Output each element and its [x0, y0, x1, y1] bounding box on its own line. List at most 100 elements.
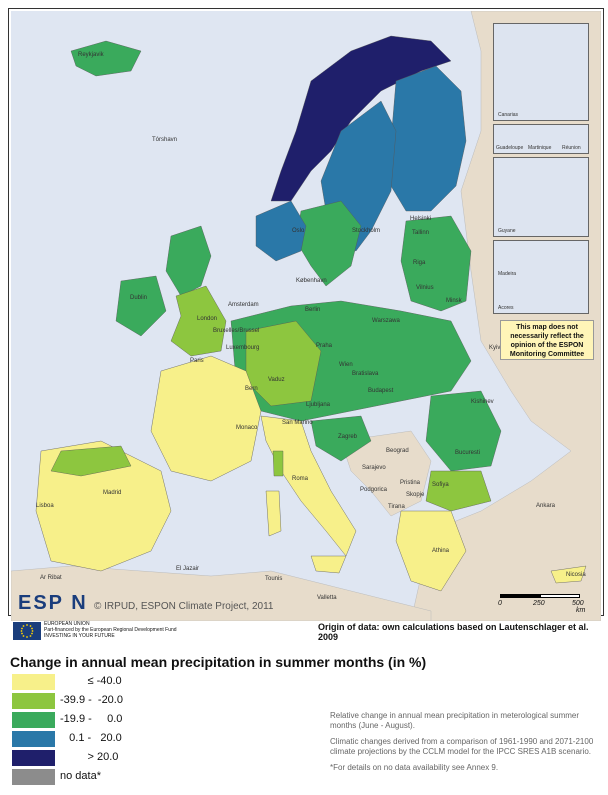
city-label-helsinki: Helsinki — [410, 216, 432, 222]
city-label-ljubljana: Ljubljana — [306, 402, 331, 408]
region-corsica — [272, 450, 284, 477]
eu-flag-icon — [13, 622, 41, 640]
land-balkans — [340, 430, 432, 517]
europe-map — [11, 11, 601, 621]
city-label-london: London — [197, 316, 218, 322]
espon-logo-text: ESP N — [18, 592, 88, 614]
eu-text-line-3: INVESTING IN YOUR FUTURE — [44, 633, 115, 639]
city-label-beograd: Beograd — [386, 448, 409, 454]
inset-label-acores: Acores — [498, 305, 514, 311]
inset-label-guadeloupe: Guadeloupe — [496, 145, 524, 151]
city-label-reykjavik: Reykjavik — [78, 52, 104, 58]
region-ireland — [115, 275, 167, 337]
city-label-praha: Praha — [316, 343, 333, 349]
city-label-minsk: Minsk — [446, 298, 462, 304]
city-label-ankara: Ankara — [536, 503, 556, 509]
region-croatia — [310, 415, 372, 462]
city-label-lisboa: Lisboa — [36, 503, 54, 509]
city-label-bucuresti: Bucuresti — [455, 450, 481, 456]
inset-guyane: Guyane — [493, 157, 589, 237]
region-france — [150, 355, 262, 482]
city-label-stockholm: Stockholm — [352, 228, 381, 234]
scale-tick-250: 250 — [533, 600, 545, 607]
legend-label: 0.1 - 20.0 — [60, 732, 122, 744]
legend-swatch — [12, 750, 55, 766]
scale-unit: km — [576, 607, 586, 614]
inset-caribbean: Guadeloupe Martinique Réunion — [493, 124, 589, 154]
city-label-sarajevo: Sarajevo — [362, 465, 386, 471]
region-greece — [395, 510, 467, 592]
city-label-el-jazair: El Jazair — [176, 566, 200, 572]
espon-logo: ESP N — [18, 592, 88, 615]
eu-text-line-1: EUROPEAN UNION — [44, 621, 90, 627]
city-label-oslo: Oslo — [292, 228, 305, 234]
legend-swatch — [12, 712, 55, 728]
city-label-nicosia: Nicosia — [566, 572, 586, 578]
city-label-kobenhavn: København — [296, 278, 327, 284]
legend-swatch — [12, 693, 55, 709]
region-norway-south — [255, 200, 307, 262]
city-label-luxembourg: Luxembourg — [226, 345, 260, 351]
region-baltics — [400, 215, 472, 312]
city-label-torshavn: Tórshavn — [152, 137, 178, 143]
note-methodology: Climatic changes derived from a comparis… — [330, 737, 594, 756]
city-label-pristina: Pristina — [400, 480, 421, 486]
region-cyprus — [550, 565, 587, 584]
inset-madeira-acores: Madeira Acores — [493, 240, 589, 314]
city-label-zagreb: Zagreb — [338, 434, 358, 440]
city-label-paris: Paris — [190, 358, 204, 364]
disclaimer-box: This map does not necessarily reflect th… — [500, 320, 594, 360]
note-description: Relative change in annual mean precipita… — [330, 711, 580, 730]
inset-label-madeira: Madeira — [498, 271, 517, 277]
legend-label: no data* — [60, 770, 101, 782]
region-bulgaria — [425, 470, 492, 512]
city-label-budapest: Budapest — [368, 388, 394, 394]
legend-label: -39.9 - -20.0 — [60, 694, 123, 706]
city-label-athina: Athina — [432, 548, 450, 554]
scale-tick-0: 0 — [498, 600, 502, 607]
note-no-data: *For details on no data availability see… — [330, 763, 499, 772]
city-label-tounis: Tounis — [265, 576, 283, 582]
region-england — [170, 285, 227, 357]
city-label-sofiya: Sofiya — [432, 482, 449, 488]
city-label-dublin: Dublin — [130, 295, 148, 301]
city-label-san-marino: San Marino — [282, 420, 313, 426]
legend-notes: Relative change in annual mean precipita… — [330, 711, 600, 779]
region-sardinia — [265, 490, 282, 537]
city-label-bratislava: Bratislava — [352, 371, 379, 377]
inset-label-reunion: Réunion — [562, 145, 581, 151]
legend-swatch — [12, 674, 55, 690]
city-label-valletta: Valletta — [317, 595, 337, 601]
inset-canarias: Canarias — [493, 23, 589, 121]
legend-label: -19.9 - 0.0 — [60, 713, 123, 725]
city-label-vaduz: Vaduz — [268, 377, 285, 383]
city-label-bern: Bern — [245, 386, 258, 392]
scale-segment-2 — [540, 594, 580, 598]
data-origin: Origin of data: own calculations based o… — [318, 622, 589, 642]
inset-panel: Canarias Guadeloupe Martinique Réunion G… — [493, 23, 589, 314]
eu-stars-icon — [20, 624, 34, 638]
city-label-bruxelles: Bruxelles/Brussel — [213, 328, 260, 334]
scale-segment-1 — [500, 594, 540, 598]
city-label-tirana: Tirana — [388, 504, 405, 510]
region-iceland — [70, 40, 142, 77]
city-label-skopje: Skopje — [406, 492, 425, 498]
eu-text-line-2: Part-financed by the European Regional D… — [44, 627, 177, 633]
region-iberia-north — [50, 445, 132, 477]
region-romania — [425, 390, 502, 472]
city-label-amsterdam: Amsterdam — [228, 302, 259, 308]
city-label-riga: Riga — [413, 260, 426, 266]
scale-tick-500: 500 — [572, 600, 584, 607]
legend-label: ≤ -40.0 — [60, 675, 122, 687]
city-label-roma: Roma — [292, 476, 309, 482]
city-label-podgorica: Podgorica — [360, 487, 388, 493]
region-sicily — [310, 555, 347, 574]
city-label-ar-ribat: Ar Ribat — [40, 575, 62, 581]
city-label-warszawa: Warszawa — [372, 318, 400, 324]
legend-swatch — [12, 769, 55, 785]
city-label-kyiv: Kyiv — [489, 345, 501, 351]
inset-label-guyane: Guyane — [498, 228, 516, 234]
eu-funding-text: EUROPEAN UNION Part-financed by the Euro… — [44, 621, 177, 639]
city-label-berlin: Berlin — [305, 307, 321, 313]
copyright-text: © IRPUD, ESPON Climate Project, 2011 — [94, 601, 274, 612]
